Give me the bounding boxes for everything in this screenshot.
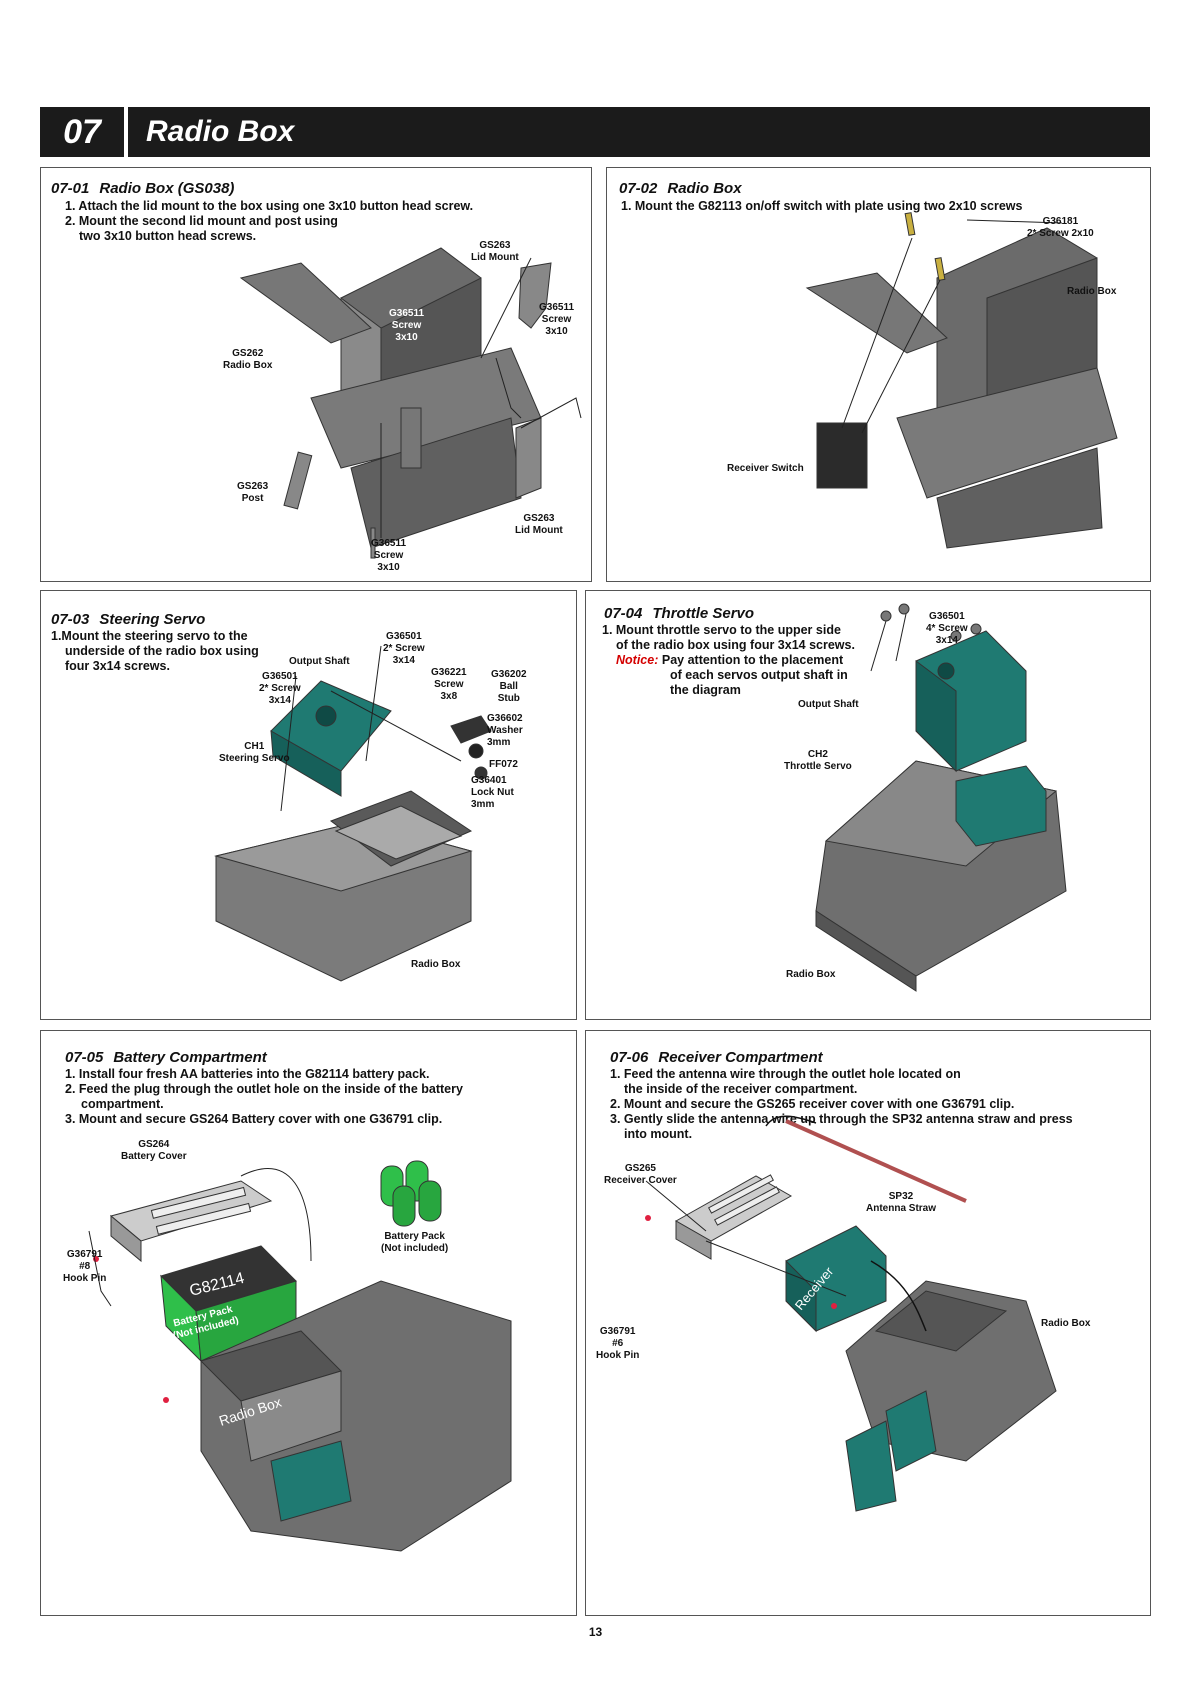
radio-box-switch-illustration bbox=[805, 212, 1118, 549]
instruction-line: 3. Gently slide the antenna wire up thro… bbox=[610, 1112, 1073, 1126]
label-ff072: FF072 bbox=[489, 759, 518, 770]
instruction-line: 1. Feed the antenna wire through the out… bbox=[610, 1067, 961, 1081]
receiver-compartment-illustration: Receiver bbox=[645, 1115, 1057, 1512]
radio-box-exploded-illustration bbox=[239, 247, 582, 559]
step-title: Receiver Compartment bbox=[658, 1049, 823, 1066]
instruction-line: 1. Attach the lid mount to the box using… bbox=[65, 199, 474, 213]
step-title: Battery Compartment bbox=[113, 1049, 267, 1066]
label-radio-box: Radio Box bbox=[786, 969, 836, 980]
label-battery-pack: Battery Pack(Not included) bbox=[381, 1231, 449, 1254]
label-radio-box: Radio Box bbox=[411, 959, 461, 970]
notice-line: of each servos output shaft in bbox=[670, 668, 848, 682]
label-radio-box: Radio Box bbox=[1041, 1318, 1091, 1329]
instruction-line: 3. Mount and secure GS264 Battery cover … bbox=[65, 1112, 443, 1126]
throttle-servo-illustration bbox=[815, 603, 1067, 992]
instruction-line: 1. Mount throttle servo to the upper sid… bbox=[602, 623, 841, 637]
instruction-line: the inside of the receiver compartment. bbox=[624, 1082, 858, 1096]
notice-text: Pay attention to the placement bbox=[661, 653, 844, 667]
panel-07-04: 07-04 Throttle Servo 1. Mount throttle se… bbox=[585, 590, 1151, 1020]
step-number: 07-06 bbox=[610, 1049, 649, 1066]
label-receiver-switch: Receiver Switch bbox=[727, 463, 804, 474]
step-number: 07-02 bbox=[619, 180, 658, 197]
step-number: 07-03 bbox=[51, 611, 90, 628]
panel-07-03: 07-03 Steering Servo 1.Mount the steering… bbox=[40, 590, 577, 1020]
page-number: 13 bbox=[588, 1625, 603, 1639]
battery-compartment-illustration: G82114 Radio Box bbox=[88, 1160, 512, 1552]
instruction-line: 2. Mount and secure the GS265 receiver c… bbox=[610, 1097, 1015, 1111]
notice-label: Notice: bbox=[616, 653, 659, 667]
notice-line: Notice: Pay attention to the placement bbox=[616, 653, 843, 668]
step-title: Radio Box (GS038) bbox=[99, 180, 235, 197]
panel-title: 07-02 Radio Box bbox=[619, 180, 742, 197]
instruction-line: into mount. bbox=[624, 1127, 693, 1141]
panel-07-01: 07-01 Radio Box (GS038) 1. Attach the lid… bbox=[40, 167, 592, 582]
label-output-shaft: Output Shaft bbox=[798, 699, 859, 710]
step-title: Throttle Servo bbox=[652, 605, 755, 622]
panel-title: 07-01 Radio Box (GS038) bbox=[51, 180, 234, 197]
step-number: 07-04 bbox=[604, 605, 643, 622]
label-output-shaft: Output Shaft bbox=[289, 656, 350, 667]
instruction-line: 2. Mount the second lid mount and post u… bbox=[65, 214, 338, 228]
step-number: 07-01 bbox=[51, 180, 90, 197]
instruction-line: four 3x14 screws. bbox=[65, 659, 170, 673]
step-title: Steering Servo bbox=[99, 611, 206, 628]
label-radio-box: Radio Box bbox=[1067, 286, 1117, 297]
instruction-line: 2. Feed the plug through the outlet hole… bbox=[65, 1082, 463, 1096]
section-header: 07 Radio Box bbox=[40, 107, 1150, 157]
step-number: 07-05 bbox=[65, 1049, 104, 1066]
panel-title: 07-05 Battery Compartment bbox=[65, 1049, 267, 1066]
instruction-line: 1. Mount the G82113 on/off switch with p… bbox=[621, 199, 1023, 213]
step-title: Radio Box bbox=[667, 180, 742, 197]
instruction-line: of the radio box using four 3x14 screws. bbox=[616, 638, 855, 652]
instruction-line: 1. Install four fresh AA batteries into … bbox=[65, 1067, 430, 1081]
panel-07-06: 07-06 Receiver Compartment 1. Feed the an… bbox=[585, 1030, 1151, 1616]
panel-title: 07-03 Steering Servo bbox=[51, 611, 205, 628]
section-title: Radio Box bbox=[128, 107, 1150, 157]
notice-line: the diagram bbox=[670, 683, 741, 697]
panel-title: 07-04 Throttle Servo bbox=[604, 605, 754, 622]
instruction-line: underside of the radio box using bbox=[65, 644, 259, 658]
section-number: 07 bbox=[40, 107, 124, 157]
steering-servo-illustration bbox=[214, 645, 492, 982]
panel-title: 07-06 Receiver Compartment bbox=[610, 1049, 823, 1066]
instruction-line: compartment. bbox=[81, 1097, 164, 1111]
panel-07-05: 07-05 Battery Compartment 1. Install four… bbox=[40, 1030, 577, 1616]
instruction-line: two 3x10 button head screws. bbox=[79, 229, 257, 243]
instruction-line: 1.Mount the steering servo to the bbox=[51, 629, 248, 643]
